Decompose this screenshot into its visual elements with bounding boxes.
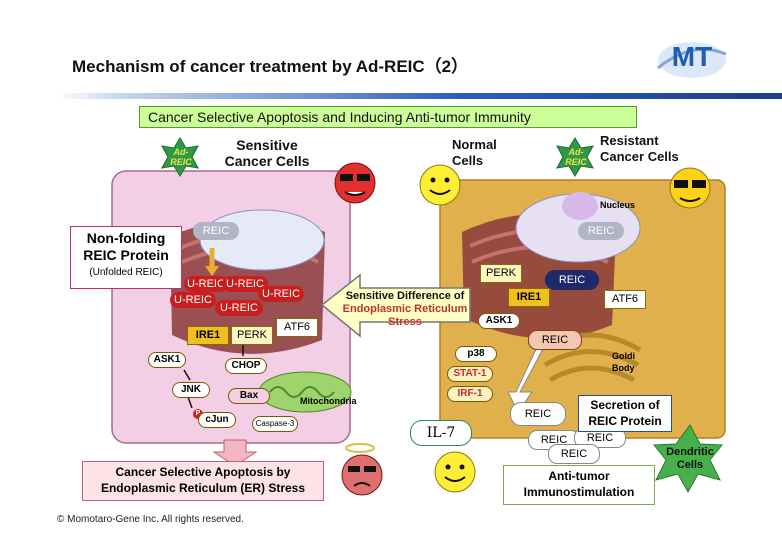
right-reic-dark-pill: REIC	[545, 270, 599, 290]
apoptosis-arrow	[212, 439, 258, 467]
right-reic-mid-pill: REIC	[528, 330, 582, 350]
sensitive-difference-label: Sensitive Difference of Endoplasmic Reti…	[342, 290, 468, 328]
mitochondria-shape	[258, 371, 352, 413]
cool-face-resistant	[669, 167, 711, 209]
jnk-pill: JNK	[172, 382, 210, 398]
secreted-reic-pill: REIC	[548, 444, 600, 464]
left-ad-reic-label: Ad-REIC	[170, 147, 192, 167]
cjun-pill: cJun	[198, 412, 236, 428]
normal-cells-label: Normal Cells	[452, 137, 497, 168]
angry-face-red-bottom	[341, 443, 383, 496]
ureic-pill: U-REIC	[215, 300, 263, 316]
right-ask1-pill: ASK1	[478, 313, 520, 329]
banner: Cancer Selective Apoptosis and Inducing …	[139, 106, 637, 128]
right-reic-pill: REIC	[578, 222, 624, 240]
left-atf6-box: ATF6	[276, 318, 318, 337]
bax-pill: Bax	[228, 388, 270, 404]
left-ire1-box: IRE1	[187, 326, 229, 345]
smiley-face-normal-top	[419, 164, 461, 206]
apoptosis-result-box: Cancer Selective Apoptosis by Endoplasmi…	[82, 461, 324, 501]
right-perk-box: PERK	[480, 264, 522, 283]
secreted-reic-pill: REIC	[510, 402, 566, 426]
non-folding-reic-box: Non-folding REIC Protein (Unfolded REIC)	[70, 226, 182, 289]
svg-text:MT: MT	[672, 41, 712, 72]
sensitive-difference-arrow	[320, 273, 471, 338]
header-bar	[57, 93, 782, 99]
page-title: Mechanism of cancer treatment by Ad-REIC…	[72, 57, 469, 76]
ureic-pill: U-REIC	[170, 292, 216, 308]
right-ad-reic-label: Ad-REIC	[565, 147, 587, 167]
left-ad-reic-star	[161, 137, 199, 177]
left-ask1-pill: ASK1	[148, 352, 186, 368]
antitumor-box: Anti-tumor Immunostimulation	[503, 465, 655, 505]
right-ire1-box: IRE1	[508, 288, 550, 307]
stat1-pill: STAT-1	[447, 366, 493, 382]
chop-pill: CHOP	[225, 358, 267, 374]
ureic-pill: U-REIC	[222, 276, 268, 292]
irf1-pill: IRF-1	[447, 386, 493, 402]
right-atf6-box: ATF6	[604, 290, 646, 309]
right-ad-reic-star	[556, 137, 594, 177]
copyright: © Momotaro-Gene Inc. All rights reserved…	[57, 514, 244, 525]
nucleus-label: Nucleus	[600, 200, 636, 210]
smiley-face-normal-bottom	[434, 451, 476, 493]
phospho-marker: P	[193, 409, 203, 419]
company-logo: MT	[656, 30, 728, 82]
left-perk-box: PERK	[231, 326, 273, 345]
sensitive-cells-label: Sensitive Cancer Cells	[224, 137, 310, 169]
caspase-pill: Caspase-3	[252, 416, 298, 432]
left-reic-pill: REIC	[193, 222, 239, 240]
ureic-pill: U-REIC	[184, 276, 228, 292]
secreted-reic-pill: REIC	[574, 428, 626, 448]
secretion-box: Secretion of REIC Protein	[578, 395, 672, 432]
dendritic-cell-shape	[652, 424, 724, 494]
mitochondria-label: Mitochondria	[300, 396, 357, 406]
angry-face-red	[334, 162, 376, 204]
p38-pill: p38	[455, 346, 497, 362]
left-nucleus	[199, 209, 325, 271]
resistant-cells-label: Resistant Cancer Cells	[600, 133, 679, 164]
ureic-pill: U-REIC	[258, 286, 304, 302]
il7-bubble: IL-7	[410, 420, 472, 446]
